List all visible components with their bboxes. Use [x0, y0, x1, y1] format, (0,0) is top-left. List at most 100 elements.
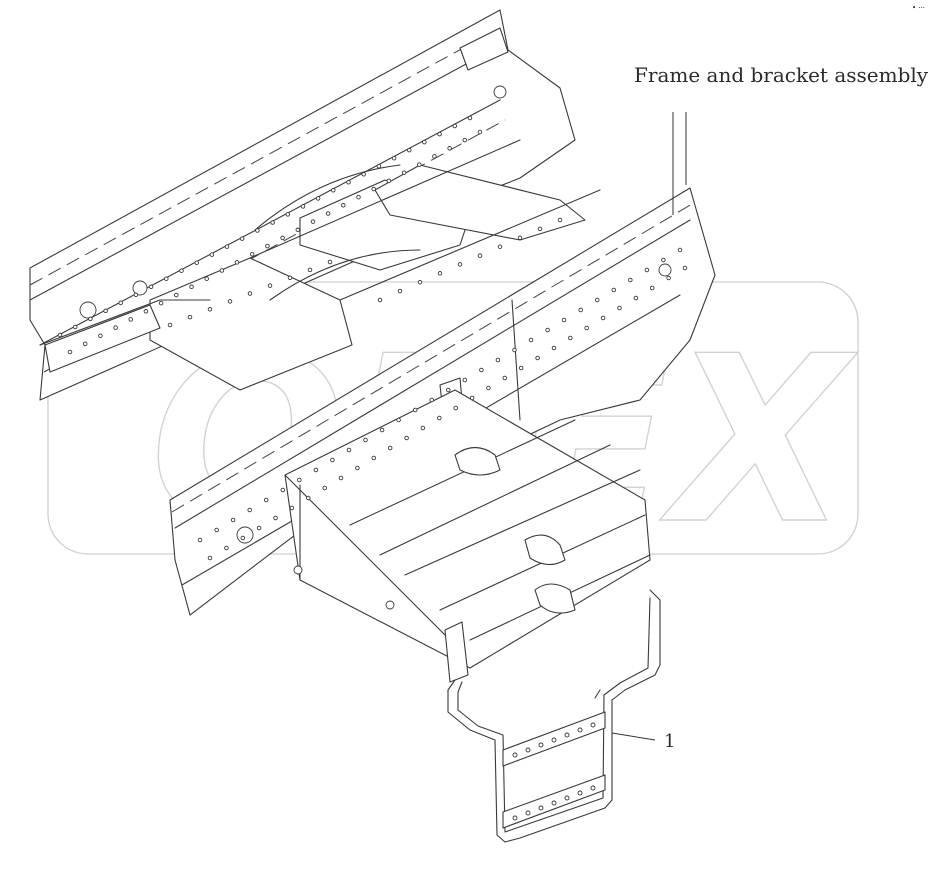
- perforation-hole: [174, 292, 179, 298]
- perforation-hole: [164, 276, 169, 281]
- perforation-hole: [495, 357, 501, 363]
- perforation-hole: [280, 487, 286, 493]
- perforation-hole: [371, 186, 376, 192]
- perforation-hole: [179, 268, 184, 273]
- perforation-hole: [280, 235, 285, 241]
- perforation-hole: [247, 507, 252, 513]
- perforation-hole: [327, 259, 333, 265]
- perforation-hole: [486, 385, 491, 391]
- perforation-hole: [377, 297, 383, 303]
- perforation-hole: [578, 307, 583, 313]
- rail-perforations: [57, 115, 688, 561]
- perforation-hole: [194, 260, 199, 265]
- perforation-hole: [617, 305, 622, 311]
- perforation-hole: [584, 325, 589, 331]
- cross-members: [39, 139, 601, 391]
- perforation-hole: [249, 251, 255, 257]
- perforation-hole: [661, 257, 666, 263]
- perforation-hole: [197, 537, 203, 543]
- perforation-hole: [477, 253, 483, 258]
- perforation-hole: [557, 217, 563, 223]
- perforation-hole: [545, 327, 550, 333]
- perforation-hole: [88, 316, 93, 322]
- perforation-hole: [401, 170, 407, 175]
- perforation-hole: [361, 172, 366, 177]
- perforation-hole: [219, 268, 225, 273]
- perforation-hole: [535, 355, 540, 361]
- perforation-hole: [561, 317, 567, 323]
- step-ladder: [447, 589, 661, 843]
- perforation-hole: [207, 555, 213, 561]
- perforation-hole: [551, 345, 557, 351]
- perforation-hole: [167, 322, 173, 328]
- perforation-hole: [528, 337, 534, 343]
- perforation-hole: [315, 196, 321, 201]
- perforation-hole: [341, 203, 346, 208]
- perforation-hole: [469, 395, 475, 401]
- perforation-hole: [568, 335, 573, 341]
- perforation-hole: [417, 279, 423, 285]
- perforation-hole: [477, 129, 483, 135]
- leader-part-1: [611, 732, 656, 741]
- perforation-hole: [207, 307, 213, 312]
- perforation-hole: [297, 477, 302, 483]
- perforation-hole: [148, 284, 154, 290]
- perforation-hole: [391, 155, 397, 161]
- perforation-hole: [396, 417, 401, 423]
- perforation-hole: [467, 115, 473, 121]
- perforation-hole: [330, 457, 335, 463]
- perforation-hole: [227, 299, 233, 304]
- perforation-hole: [313, 467, 319, 473]
- perforation-hole: [187, 314, 193, 320]
- perforation-hole: [447, 146, 452, 151]
- perforation-hole: [72, 324, 78, 330]
- perforation-hole: [98, 333, 103, 338]
- perforation-hole: [649, 285, 655, 291]
- label-part-1: 1: [664, 731, 675, 752]
- perforation-hole: [379, 427, 385, 433]
- perforation-hole: [82, 341, 88, 347]
- perforation-hole: [143, 309, 149, 314]
- perforation-hole: [633, 295, 639, 301]
- perforation-hole: [263, 497, 269, 503]
- perforation-hole: [204, 276, 209, 281]
- corner-mark: • ···: [912, 4, 925, 12]
- perforation-hole: [57, 332, 63, 338]
- perforation-hole: [265, 243, 270, 249]
- perforation-hole: [404, 435, 409, 441]
- perforation-hole: [397, 288, 403, 294]
- perforation-hole: [387, 445, 393, 451]
- perforation-hole: [209, 252, 215, 257]
- perforation-hole: [502, 375, 508, 381]
- perforation-hole: [429, 397, 434, 403]
- perforation-hole: [497, 244, 503, 249]
- perforation-hole: [307, 267, 313, 273]
- perforation-hole: [310, 219, 316, 224]
- perforation-hole: [287, 275, 293, 281]
- perforation-hole: [518, 365, 524, 371]
- perforation-hole: [386, 178, 392, 184]
- perforation-hole: [356, 194, 361, 200]
- perforation-hole: [128, 317, 133, 322]
- perforation-hole: [285, 212, 291, 217]
- perforation-hole: [517, 235, 523, 241]
- perforation-hole: [67, 349, 73, 355]
- perforation-hole: [644, 267, 650, 273]
- perforation-hole: [270, 220, 275, 225]
- perforation-hole: [234, 260, 240, 265]
- perforation-hole: [118, 300, 123, 306]
- perforation-hole: [462, 137, 468, 143]
- perforation-hole: [412, 407, 418, 413]
- perforation-hole: [666, 275, 671, 281]
- perforation-hole: [239, 236, 245, 241]
- perforation-hole: [446, 387, 451, 393]
- perforation-hole: [437, 131, 442, 137]
- perforation-hole: [300, 204, 306, 209]
- perforation-hole: [273, 515, 278, 521]
- perforation-hole: [240, 535, 246, 541]
- perforation-hole: [600, 315, 606, 321]
- perforation-hole: [267, 283, 273, 288]
- perforation-hole: [113, 325, 118, 330]
- perforation-hole: [437, 415, 442, 421]
